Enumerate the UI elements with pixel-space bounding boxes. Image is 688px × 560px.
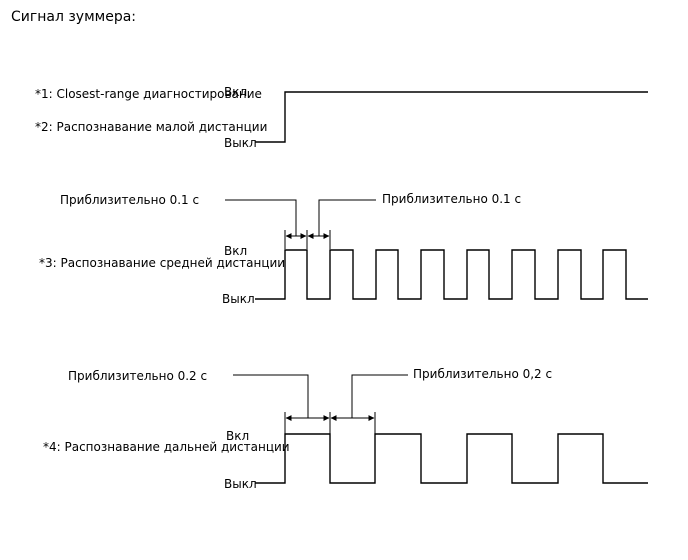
- period-label-right-long: Приблизительно 0,2 с: [413, 367, 552, 381]
- state-on-3: Вкл: [226, 429, 249, 443]
- state-off-3: Выкл: [224, 477, 257, 491]
- leader-line-right-long: [351, 374, 408, 418]
- period-label-left-long: Приблизительно 0.2 с: [68, 369, 207, 383]
- period-label-left-medium: Приблизительно 0.1 с: [60, 193, 199, 207]
- state-on-2: Вкл: [224, 244, 247, 258]
- leader-line-right-medium: [318, 199, 376, 236]
- state-off-2: Выкл: [222, 292, 255, 306]
- label-short-range: *2: Распознавание малой дистанции: [35, 120, 267, 134]
- leader-line-left-long: [233, 374, 309, 418]
- state-on-1: Вкл: [224, 85, 247, 99]
- signal-continuous: [255, 91, 648, 143]
- label-long-range: *4: Распознавание дальней дистанции: [43, 440, 290, 454]
- signal-long-pulses: [255, 433, 648, 484]
- label-medium-range: *3: Распознавание средней дистанции: [39, 256, 285, 270]
- label-closest-range: *1: Closest-range диагностирование: [35, 87, 262, 101]
- diagram-title: Сигнал зуммера:: [11, 9, 136, 25]
- leader-line-left-medium: [225, 199, 297, 236]
- period-label-right-medium: Приблизительно 0.1 с: [382, 192, 521, 206]
- state-off-1: Выкл: [224, 136, 257, 150]
- signal-medium-pulses: [255, 249, 648, 300]
